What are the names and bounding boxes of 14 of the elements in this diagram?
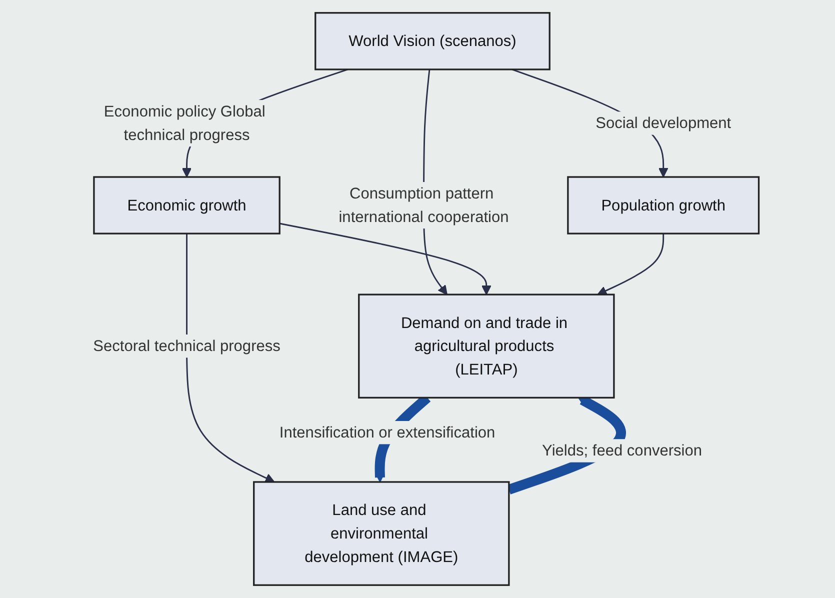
node-box: Population growth [567,176,760,234]
node-box: Demand on and trade in agricultural products (LEITAP) [358,294,615,399]
arrow [280,222,492,295]
node-box: World Vision (scenanos) [314,12,551,70]
edge-label: Economic policy Global technical progress [104,102,266,144]
edge-label: Yields; feed conversion [542,441,702,460]
arrow [597,234,664,296]
edge-label: Sectoral technical progress [93,336,281,354]
node-box: Land use and environmental development (IMAGE) [253,481,510,586]
edge-label: Consumption pattern international cooperation [338,184,509,226]
node-box: Economic growth [93,176,281,234]
arrow [186,234,275,483]
edge-label: Intensification or extensification [280,423,496,441]
edge-label: Social development [596,114,732,132]
